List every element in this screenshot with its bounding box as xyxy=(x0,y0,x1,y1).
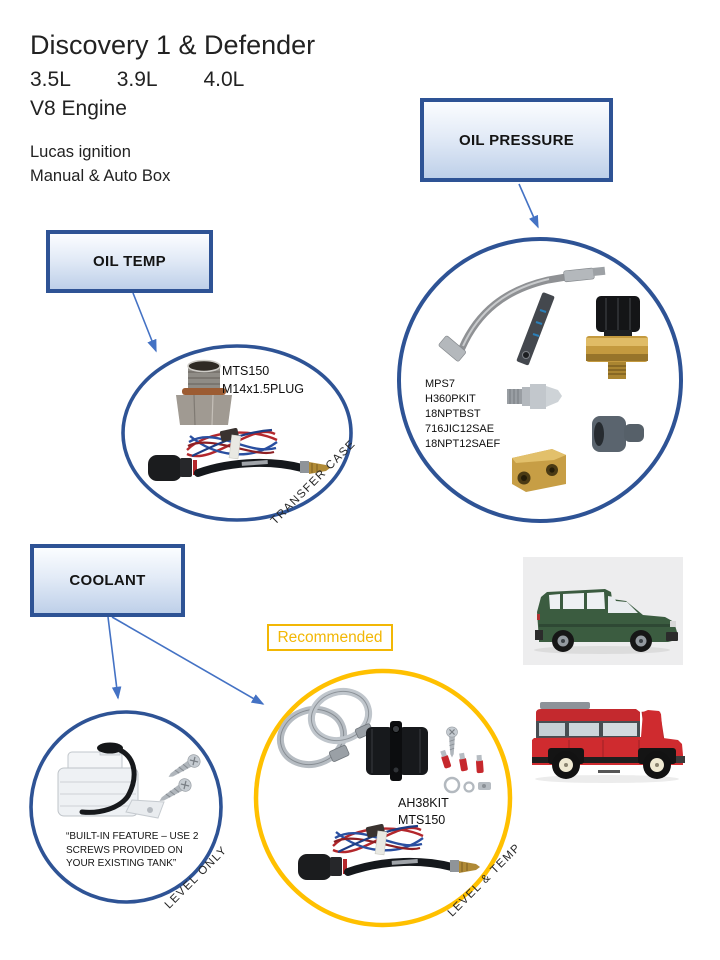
connector-arrows xyxy=(107,183,539,705)
oil-temp-label-box: OIL TEMP xyxy=(46,230,213,293)
discovery-green-image xyxy=(523,557,683,665)
page-title: Discovery 1 & Defender xyxy=(30,30,316,60)
engine-type: V8 Engine xyxy=(30,97,127,120)
part-number: M14x1.5PLUG xyxy=(222,382,304,396)
coolant-recommended-kit-images xyxy=(276,687,491,880)
engine-size-3: 4.0L xyxy=(203,68,245,91)
tank-note: “BUILT-IN FEATURE – USE 2 SCREWS PROVIDE… xyxy=(66,831,199,869)
part-number: MPS7 xyxy=(425,378,455,390)
recommended-part-numbers: AH38KIT MTS150 xyxy=(398,795,449,829)
sump-plug-image xyxy=(176,359,232,426)
arrow-coolant-level xyxy=(107,616,122,700)
ignition-line: Lucas ignition xyxy=(30,143,131,161)
hose-adapter-image xyxy=(366,721,428,781)
expansion-tank-image xyxy=(57,742,165,819)
fixings-image xyxy=(439,726,491,794)
part-number: 716JIC12SAE xyxy=(425,423,495,435)
oil-temp-label: OIL TEMP xyxy=(93,253,166,270)
part-number: MTS150 xyxy=(398,813,446,827)
oil-pressure-label-box: OIL PRESSURE xyxy=(420,98,613,182)
arrow-oil-temp xyxy=(132,292,157,353)
engine-size-1: 3.5L xyxy=(30,68,71,91)
adapter-fitting-image xyxy=(507,384,562,409)
oil-pressure-kit-images xyxy=(438,266,648,492)
recommended-badge-label: Recommended xyxy=(277,628,383,646)
mounting-bracket-image xyxy=(516,292,555,366)
arrow-coolant-recommended xyxy=(111,616,265,705)
engine-size-2: 3.9L xyxy=(116,68,158,91)
pressure-sensor-image xyxy=(586,296,648,379)
hose-clamps-image xyxy=(276,687,374,769)
braided-hose-image xyxy=(438,266,606,362)
coolant-level-kit-images xyxy=(57,742,204,819)
recommended-badge: Recommended xyxy=(267,624,393,651)
defender-red-image xyxy=(532,702,685,783)
engine-sizes: 3.5L 3.9L 4.0L xyxy=(30,68,284,92)
brass-tee-block-image xyxy=(512,449,566,492)
part-number: 18NPTBST xyxy=(425,408,481,420)
gearbox-line: Manual & Auto Box xyxy=(30,167,171,185)
rubber-socket-image xyxy=(592,416,644,452)
coolant-label: COOLANT xyxy=(69,572,146,589)
coolant-label-box: COOLANT xyxy=(30,544,185,617)
part-number: MTS150 xyxy=(222,364,270,378)
part-number: AH38KIT xyxy=(398,796,449,810)
oil-pressure-label: OIL PRESSURE xyxy=(458,131,575,149)
oil-temp-part-numbers: MTS150 M14x1.5PLUG xyxy=(222,362,304,398)
part-number: 18NPT12SAEF xyxy=(425,438,501,450)
arrow-oil-pressure xyxy=(518,183,539,229)
oil-pressure-part-numbers: MPS7 H360PKIT 18NPTBST 716JIC12SAE 18NPT… xyxy=(425,377,500,452)
oil-temp-kit-images xyxy=(148,359,330,482)
part-number: H360PKIT xyxy=(425,393,476,405)
